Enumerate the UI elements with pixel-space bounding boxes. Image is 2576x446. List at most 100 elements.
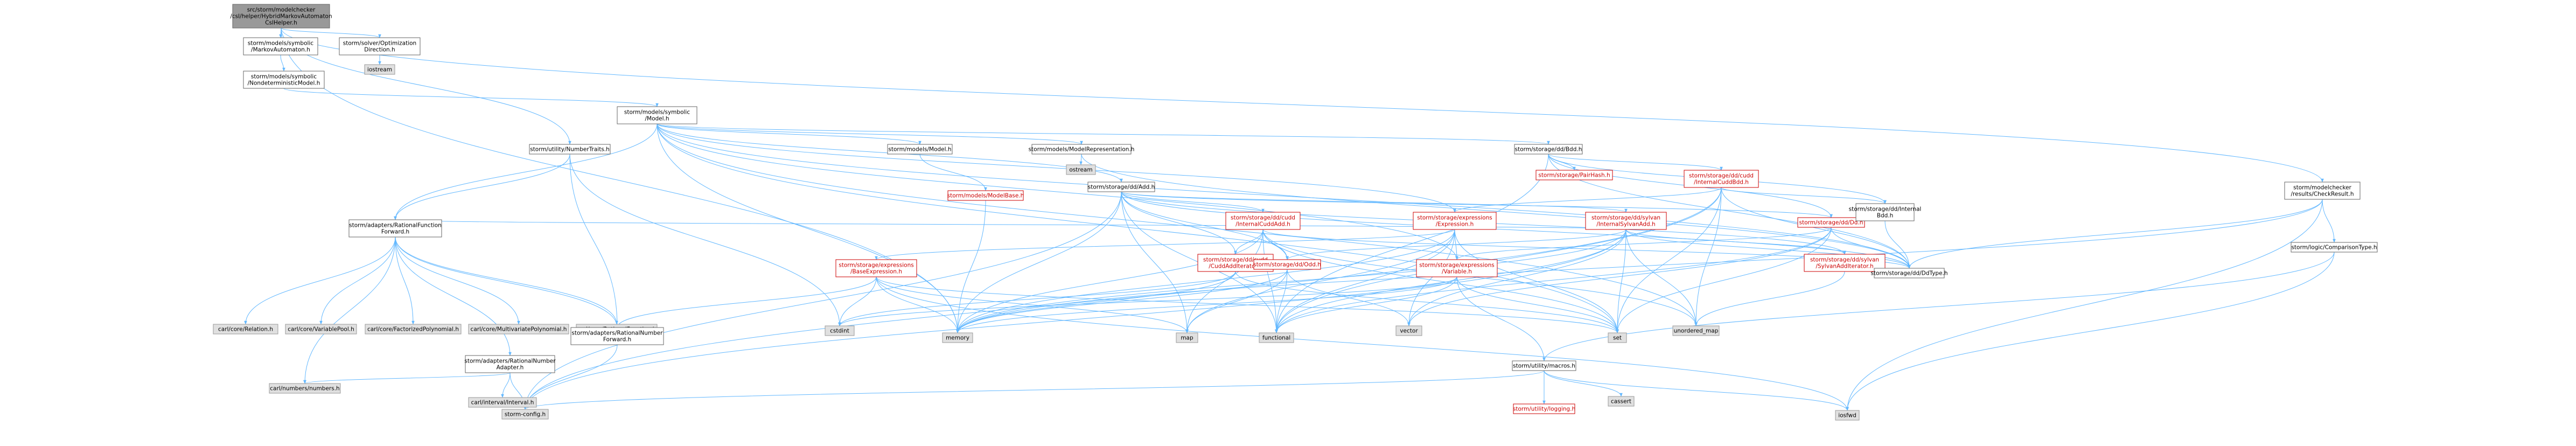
node-perm-hash[interactable]: storm/storage/PairHash.h xyxy=(1535,170,1613,180)
node-box xyxy=(570,327,664,345)
edge-expr-to-memory xyxy=(956,229,1455,333)
node-macros[interactable]: storm/utility/macros.h xyxy=(1512,360,1576,371)
edge-int_sylvan_add-to-vector xyxy=(1407,229,1626,326)
edge-int_sylvan_add-to-set xyxy=(1616,229,1626,333)
edge-dd_odd-to-vector xyxy=(1287,269,1411,326)
node-box xyxy=(1087,182,1155,192)
node-num-traits[interactable]: storm/utility/NumberTraits.h xyxy=(529,144,611,155)
node-int-cudd-bdd[interactable]: storm/storage/dd/cudd/InternalCuddBdd.h xyxy=(1684,170,1759,188)
node-label-line: CslHelper.h xyxy=(265,20,297,26)
node-label-line: carl/core/FactorizedPolynomial.h xyxy=(367,326,459,333)
edge-int_sylvan_add-to-dd_type xyxy=(1625,229,1911,269)
node-dd-type[interactable]: storm/storage/dd/DdType.h xyxy=(1870,268,1948,278)
edge-rat_fn_fwd-to-carl_relation xyxy=(244,236,396,325)
node-label-line: storm-config.h xyxy=(505,412,546,418)
edge-base_expr-to-set xyxy=(876,276,1619,333)
node-label-line: storm/storage/dd/Internal xyxy=(1849,206,1922,213)
node-box xyxy=(2284,182,2361,200)
node-check-result[interactable]: storm/modelchecker/results/CheckResult.h xyxy=(2284,182,2361,200)
node-cmp-type[interactable]: storm/logic/ComparisonType.h xyxy=(2291,242,2378,253)
edge-root-to-check_result xyxy=(281,27,2324,183)
edge-int_cudd_bdd-to-dd_type xyxy=(1721,187,1911,269)
node-label-line: /csl/helper/HybridMarkovAutomaton xyxy=(230,13,332,20)
node-box xyxy=(243,71,325,89)
node-box xyxy=(1684,170,1759,188)
edge-dd_bdd-to-functional xyxy=(1275,154,1549,333)
node-label-line: storm/storage/dd/sylvan xyxy=(1810,257,1879,263)
node-box xyxy=(529,144,611,155)
node-label-line: /BaseExpression.h xyxy=(850,269,902,275)
node-ostream1: iostream xyxy=(364,64,395,75)
node-dd-dd[interactable]: storm/storage/dd/Dd.h xyxy=(1797,217,1865,228)
node-expr[interactable]: storm/storage/expressions/Expression.h xyxy=(1413,212,1497,230)
node-box xyxy=(1514,144,1583,155)
edge-dd_add-to-int_cudd_add xyxy=(1121,191,1265,213)
node-carl-factpoly: carl/core/FactorizedPolynomial.h xyxy=(365,324,462,334)
node-int-sylvan-add[interactable]: storm/storage/dd/sylvan/InternalSylvanAd… xyxy=(1585,212,1667,230)
node-cudd-add-iter[interactable]: storm/storage/dd/cudd/CuddAddIterator.h xyxy=(1197,254,1274,272)
node-models-model[interactable]: storm/models/Model.h xyxy=(887,144,953,155)
edge-expr-to-set xyxy=(1454,229,1619,333)
edge-symbolic_ma-to-nondet xyxy=(280,54,285,72)
node-model-base[interactable]: storm/models/ModelBase.h xyxy=(947,190,1024,201)
node-dd-bdd[interactable]: storm/storage/dd/Bdd.h xyxy=(1514,144,1583,155)
node-sylvan-add-iter[interactable]: storm/storage/dd/sylvan/SylvanAddIterato… xyxy=(1804,254,1886,272)
edge-rat_fn_fwd-to-carl_numbers xyxy=(303,236,396,384)
node-dd-add[interactable]: storm/storage/dd/Add.h xyxy=(1087,182,1155,192)
node-label-line: carl/core/VariablePool.h xyxy=(288,326,354,333)
node-box xyxy=(365,324,462,334)
edge-int_bdd-to-dd_type xyxy=(1884,220,1911,269)
node-label-line: Forward.h xyxy=(381,229,409,235)
node-box xyxy=(1066,164,1096,175)
edge-cmp_type-to-macros xyxy=(1542,252,2335,361)
edge-sym_model-to-unordered_map xyxy=(657,123,1698,326)
node-label-line: storm/models/Model.h xyxy=(888,147,951,153)
node-model-repr[interactable]: storm/models/ModelRepresentation.h xyxy=(1029,144,1135,155)
nodes-layer: src/storm/modelchecker/csl/helper/Hybrid… xyxy=(213,4,2378,421)
edge-expr-to-functional xyxy=(1275,229,1455,333)
node-box xyxy=(1672,325,1720,336)
edge-cmp_type-to-iosfwd xyxy=(1846,252,2335,411)
node-label-line: storm/storage/dd/cudd xyxy=(1203,257,1268,263)
node-box xyxy=(1608,396,1635,407)
node-box xyxy=(1031,144,1132,155)
edge-expr-to-base_expr xyxy=(875,229,1455,260)
edge-dd_add-to-memory xyxy=(956,191,1122,333)
edge-sym_model-to-dd_type xyxy=(657,123,1911,269)
edge-int_sylvan_add-to-unordered_map xyxy=(1625,229,1698,326)
node-label-line: storm/models/ModelRepresentation.h xyxy=(1029,147,1135,153)
node-nondet[interactable]: storm/models/symbolic/NondeterministicMo… xyxy=(243,71,325,89)
node-carl-multipoly: carl/core/MultivariatePolynomial.h xyxy=(468,324,569,334)
node-carl-relation: carl/core/Relation.h xyxy=(213,324,278,334)
node-iosfwd: iosfwd xyxy=(1835,410,1860,421)
node-box xyxy=(465,355,555,373)
node-label-line: Forward.h xyxy=(603,337,631,343)
node-label-line: carl/core/MultivariatePolynomial.h xyxy=(471,326,567,333)
node-box xyxy=(1225,212,1301,230)
node-base-expr[interactable]: storm/storage/expressions/BaseExpression… xyxy=(835,259,917,277)
node-sym-model[interactable]: storm/models/symbolic/Model.h xyxy=(617,106,697,124)
node-variable[interactable]: storm/storage/expressions/Variable.h xyxy=(1416,259,1498,277)
node-box xyxy=(269,383,341,394)
edge-sym_model-to-rat_fn_fwd xyxy=(394,123,658,220)
node-int-cudd-add[interactable]: storm/storage/dd/cudd/InternalCuddAdd.h xyxy=(1225,212,1301,230)
node-logging[interactable]: storm/utility/logging.h xyxy=(1513,403,1575,414)
node-symbolic-ma[interactable]: storm/models/symbolic/MarkovAutomaton.h xyxy=(243,37,318,55)
node-label-line: storm/storage/expressions xyxy=(1419,262,1494,269)
node-dd-odd[interactable]: storm/storage/dd/Odd.h xyxy=(1253,259,1321,270)
edge-sym_model-to-expr xyxy=(657,123,1456,213)
node-label-line: storm/adapters/RationalNumber xyxy=(571,330,663,337)
node-unordered-map: unordered_map xyxy=(1672,325,1720,336)
edge-int_sylvan_add-to-memory xyxy=(956,229,1626,333)
node-label-line: storm/storage/dd/Dd.h xyxy=(1799,220,1863,226)
node-box xyxy=(232,4,330,29)
node-label-line: /MarkovAutomaton.h xyxy=(251,47,310,53)
edge-sym_model-to-dd_bdd xyxy=(657,123,1550,145)
node-root: src/storm/modelchecker/csl/helper/Hybrid… xyxy=(230,4,332,29)
node-label-line: vector xyxy=(1400,328,1418,334)
